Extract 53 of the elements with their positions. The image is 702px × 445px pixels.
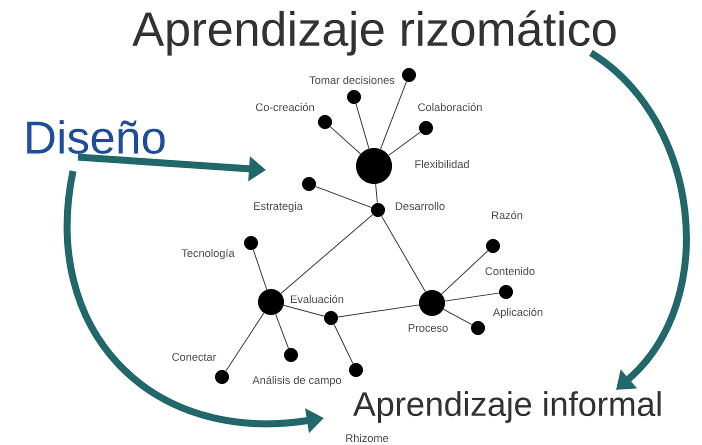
graph-dot — [258, 289, 284, 315]
connector-line — [280, 214, 374, 294]
node-label: Proceso — [408, 324, 448, 332]
connector-line — [388, 132, 421, 156]
connector-line — [381, 216, 426, 292]
graph-dot — [486, 239, 500, 253]
connector-line — [252, 249, 268, 290]
connector-line — [338, 304, 420, 318]
connector-line — [441, 250, 488, 294]
node-label: Co-creación — [256, 102, 314, 112]
node-label: Colaboración — [418, 102, 482, 112]
node-label: Tomar decisiones — [309, 76, 394, 84]
graph-dot — [347, 90, 361, 104]
connector-line — [334, 324, 354, 364]
connector-line — [443, 308, 472, 326]
graph-dot — [244, 236, 258, 250]
connector-line — [283, 304, 325, 317]
node-label: Estrategia — [254, 202, 303, 212]
node-label: Flexibilidad — [415, 160, 469, 168]
connector-line — [225, 312, 264, 372]
connector-line — [275, 314, 289, 349]
node-label: Tecnología — [182, 248, 235, 260]
title-text: Aprendizaje rizomático — [132, 10, 616, 56]
graph-dot — [499, 285, 513, 299]
connector-line — [315, 186, 372, 208]
node-label: Contenido — [486, 266, 535, 276]
graph-dot — [471, 321, 485, 335]
node-label: Aplicación — [492, 308, 542, 318]
connector-line — [444, 292, 500, 302]
graph-dot — [349, 363, 363, 377]
node-label: Desarrollo — [396, 202, 445, 210]
heading-text: Diseño — [27, 120, 165, 154]
connector-line — [380, 81, 407, 150]
graph-dot — [419, 121, 433, 135]
connector-line — [375, 184, 378, 204]
connector-line — [330, 126, 361, 154]
graph-dot — [402, 68, 416, 82]
graph-dot — [371, 203, 385, 217]
graph-dot — [284, 348, 298, 362]
graph-dot — [318, 115, 332, 129]
node-label: Evaluación — [291, 294, 344, 304]
graph-dot — [324, 311, 338, 325]
arrow — [588, 50, 690, 390]
node-label: Rhizome — [346, 434, 388, 442]
graph-dot — [215, 370, 229, 384]
node-label: Razón — [492, 210, 522, 220]
graph-dot — [356, 148, 392, 184]
node-label: Análisis de campo — [252, 376, 342, 386]
graph-dot — [419, 290, 445, 316]
heading-text: Aprendizaje informal — [353, 391, 661, 423]
node-label: Conectar — [172, 353, 216, 361]
connector-line — [356, 103, 370, 150]
graph-dot — [302, 177, 316, 191]
